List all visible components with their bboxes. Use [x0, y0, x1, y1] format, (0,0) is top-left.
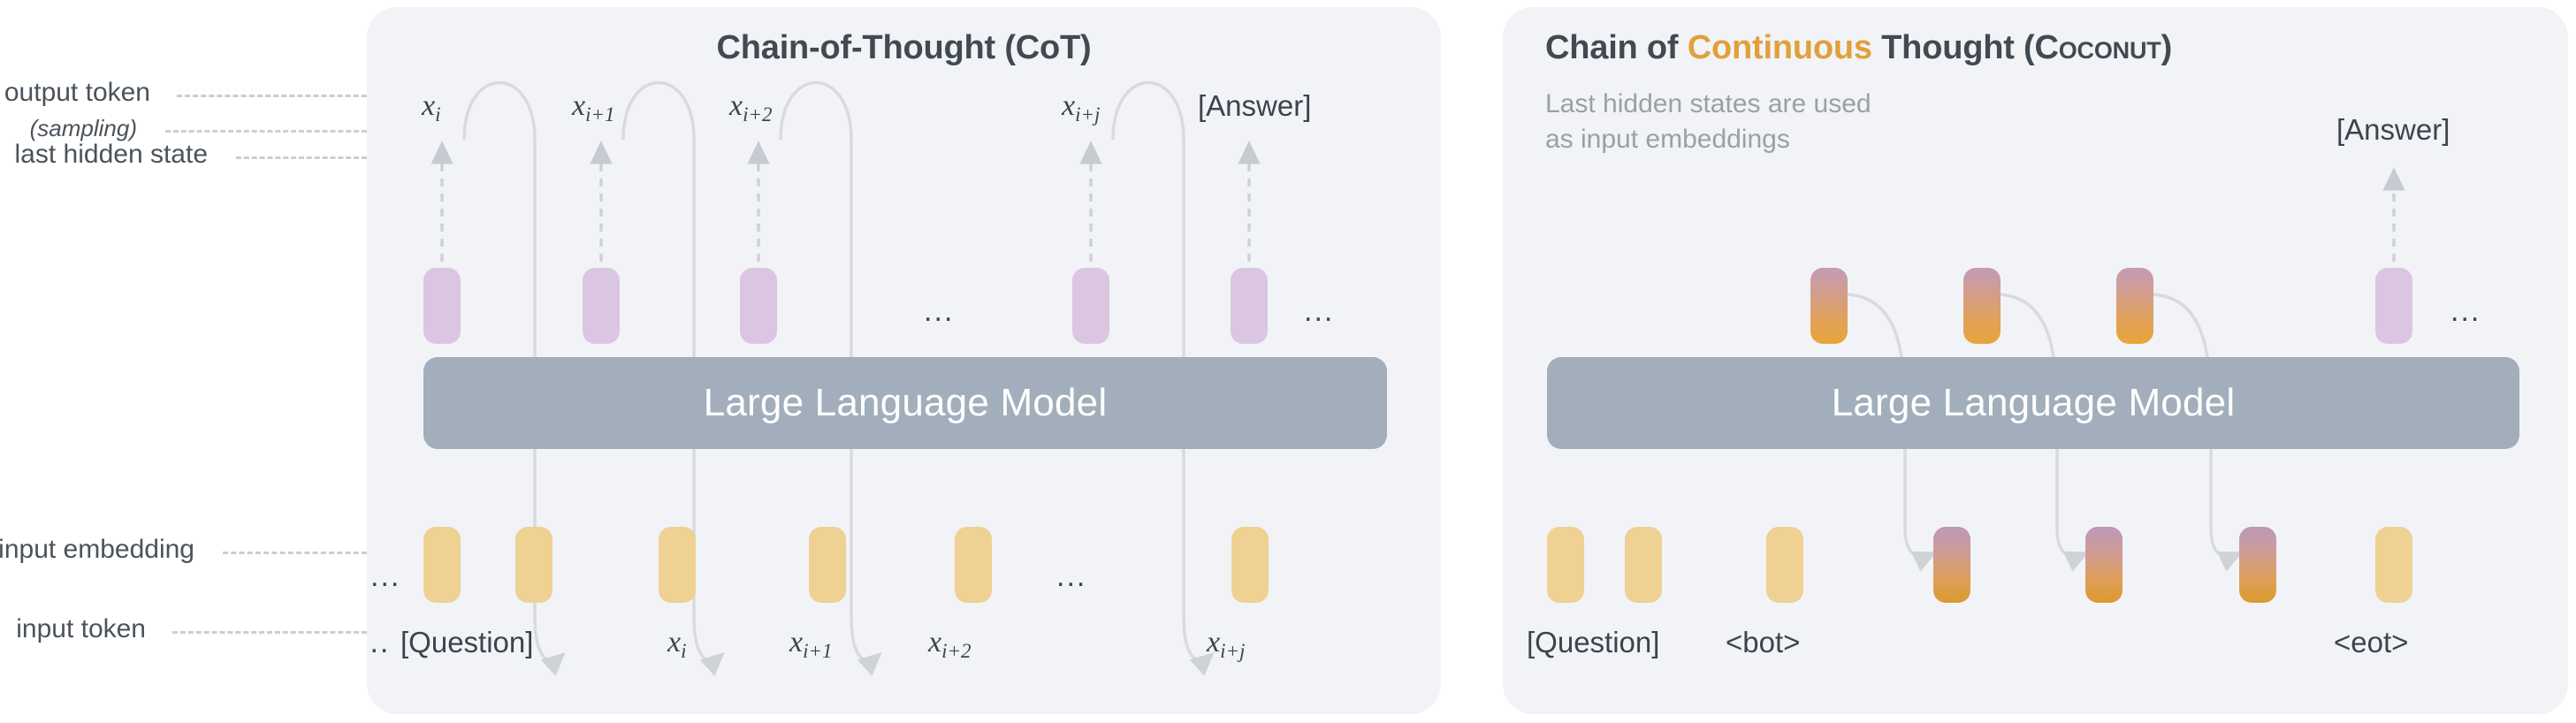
- coconut-hidden-state-trailing-ellipsis: ...: [2450, 294, 2481, 328]
- label-last-hidden-state: last hidden state: [14, 140, 208, 169]
- coconut-embedding-1: [1625, 527, 1662, 603]
- cot-embedding-0: [423, 527, 461, 603]
- cot-hidden-state-3: [1072, 268, 1109, 344]
- coconut-llm-box: Large Language Model: [1547, 357, 2519, 449]
- leader-input-embedding: [223, 552, 367, 554]
- cot-output-token-3: xi+j: [1062, 89, 1101, 126]
- cot-hidden-state-1: [583, 268, 620, 344]
- coconut-continuous-thought-2: [2116, 268, 2153, 344]
- cot-embedding-1: [515, 527, 553, 603]
- coconut-title-part1: Chain of: [1545, 29, 1688, 66]
- coconut-title-part2: Thought (: [1871, 29, 2035, 66]
- cot-panel-title: Chain-of-Thought (CoT): [716, 29, 1092, 66]
- cot-output-token-0: xi: [422, 89, 441, 126]
- cot-hidden-state-ellipsis: ...: [924, 294, 955, 328]
- coconut-note: Last hidden states are used as input emb…: [1545, 89, 1871, 154]
- cot-embedding-4: [955, 527, 992, 603]
- axis-label-column: output token (sampling) last hidden stat…: [0, 0, 371, 723]
- cot-input-token-1: xi: [667, 626, 687, 662]
- coconut-embedding-continuous-2: [2239, 527, 2276, 603]
- cot-embedding-5: [1231, 527, 1269, 603]
- coconut-embedding-continuous-0: [1933, 527, 1970, 603]
- coconut-title-smallcaps: Coconut: [2034, 29, 2161, 66]
- coconut-hidden-state-answer: [2375, 268, 2412, 344]
- cot-hidden-state-2: [740, 268, 777, 344]
- coconut-continuous-thought-0: [1810, 268, 1848, 344]
- cot-embedding-2: [659, 527, 696, 603]
- cot-embedding-3: [809, 527, 846, 603]
- cot-output-token-2: xi+2: [729, 89, 773, 126]
- panel-coconut: Chain of Continuous Thought (Coconut) La…: [1503, 7, 2568, 714]
- leader-last-hidden-state: [236, 156, 367, 159]
- label-output-token: output token: [4, 78, 150, 107]
- label-sampling: (sampling): [29, 115, 137, 141]
- cot-input-token-leading-ellipsis: ...: [367, 626, 391, 659]
- leader-sampling: [165, 130, 367, 133]
- cot-output-token-1: xi+1: [572, 89, 615, 126]
- coconut-input-token-eot: <eot>: [2334, 626, 2409, 658]
- cot-embedding-leading-ellipsis: ...: [370, 559, 401, 593]
- coconut-title-accent: Continuous: [1687, 29, 1872, 66]
- coconut-panel-title: Chain of Continuous Thought (Coconut): [1545, 29, 2172, 67]
- coconut-embedding-continuous-1: [2085, 527, 2123, 603]
- coconut-input-token-bot: <bot>: [1726, 626, 1801, 658]
- cot-input-token-question: [Question]: [400, 626, 534, 658]
- cot-hidden-state-4: [1231, 268, 1268, 344]
- coconut-continuous-thought-1: [1963, 268, 2001, 344]
- coconut-embedding-0: [1547, 527, 1584, 603]
- coconut-title-part3: ): [2161, 29, 2173, 66]
- label-input-embedding: input embedding: [0, 535, 194, 564]
- cot-input-token-2: xi+1: [789, 626, 833, 662]
- coconut-embedding-2: [1766, 527, 1803, 603]
- cot-hidden-state-trailing-ellipsis: ...: [1304, 294, 1335, 328]
- cot-output-token-answer: [Answer]: [1198, 89, 1312, 122]
- coconut-output-token-answer: [Answer]: [2336, 113, 2450, 146]
- leader-input-token: [172, 631, 367, 634]
- coconut-input-token-question: [Question]: [1527, 626, 1660, 658]
- coconut-embedding-3: [2375, 527, 2412, 603]
- panel-chain-of-thought: Chain-of-Thought (CoT) xi xi+1: [367, 7, 1441, 714]
- cot-input-token-3: xi+2: [928, 626, 972, 662]
- cot-input-token-4: xi+j: [1207, 626, 1246, 662]
- leader-output-token: [177, 95, 367, 97]
- cot-hidden-state-0: [423, 268, 461, 344]
- label-input-token: input token: [16, 614, 146, 643]
- cot-embedding-ellipsis: ...: [1056, 559, 1087, 593]
- cot-llm-box: Large Language Model: [423, 357, 1387, 449]
